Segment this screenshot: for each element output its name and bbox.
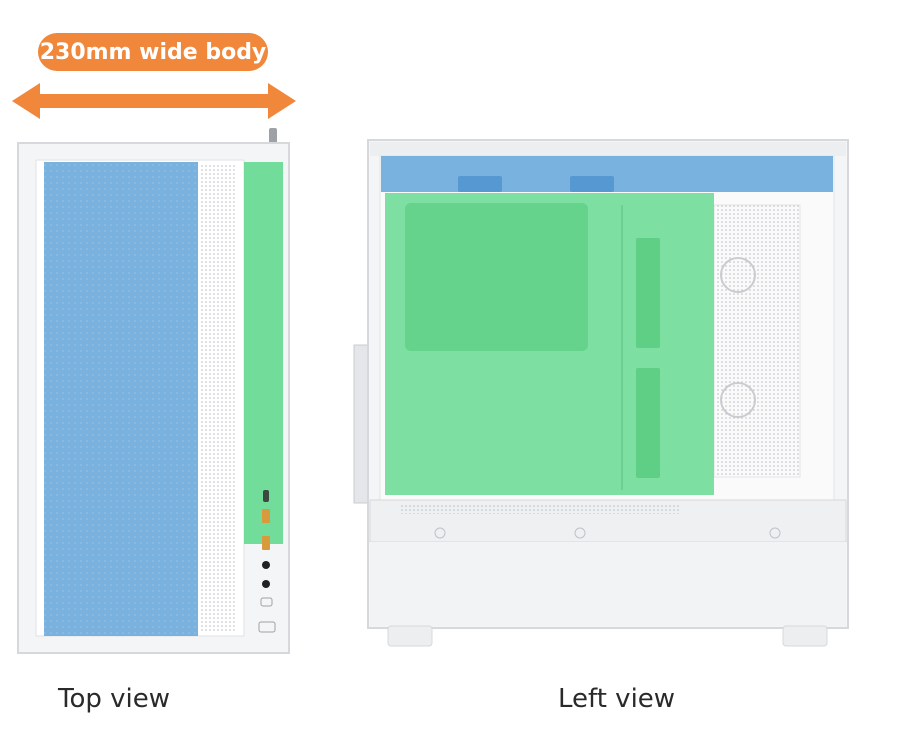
shroud-screw-2 (574, 527, 586, 539)
width-badge: 230mm wide body (38, 33, 268, 71)
front-fan-1 (720, 257, 756, 293)
io-port-usb-c (263, 490, 269, 502)
top-view-green-zone (244, 162, 283, 544)
foot-left (387, 625, 433, 647)
mb-cutout (405, 203, 588, 351)
psu-vent (400, 504, 680, 514)
double-arrow-icon (12, 83, 296, 119)
arrow-shape (12, 83, 296, 119)
io-power-button (258, 621, 276, 633)
rear-pci-bracket (353, 344, 369, 504)
cable-slot-2 (636, 368, 660, 478)
left-view-caption: Left view (558, 684, 676, 714)
cable-slot-1 (636, 238, 660, 348)
top-view-mesh-strip (199, 165, 235, 632)
blue-tab-2 (570, 176, 614, 192)
top-rail (370, 142, 846, 156)
io-reset-button (260, 597, 273, 607)
top-view-caption: Top view (58, 684, 171, 714)
left-view (353, 139, 849, 647)
top-knob (269, 128, 277, 144)
front-mesh-panel (713, 204, 801, 478)
io-port-audio-1 (262, 561, 270, 569)
shroud-screw-3 (769, 527, 781, 539)
top-view-blue-mesh (44, 162, 198, 636)
blue-tab-1 (458, 176, 502, 192)
bottom-panel (370, 542, 846, 626)
front-fan-2 (720, 382, 756, 418)
io-port-audio-2 (262, 580, 270, 588)
io-port-usb-a-1 (262, 509, 270, 523)
foot-right (782, 625, 828, 647)
io-port-usb-a-2 (262, 536, 270, 550)
top-view (17, 128, 290, 654)
width-badge-label: 230mm wide body (39, 39, 267, 65)
shroud-screw-1 (434, 527, 446, 539)
